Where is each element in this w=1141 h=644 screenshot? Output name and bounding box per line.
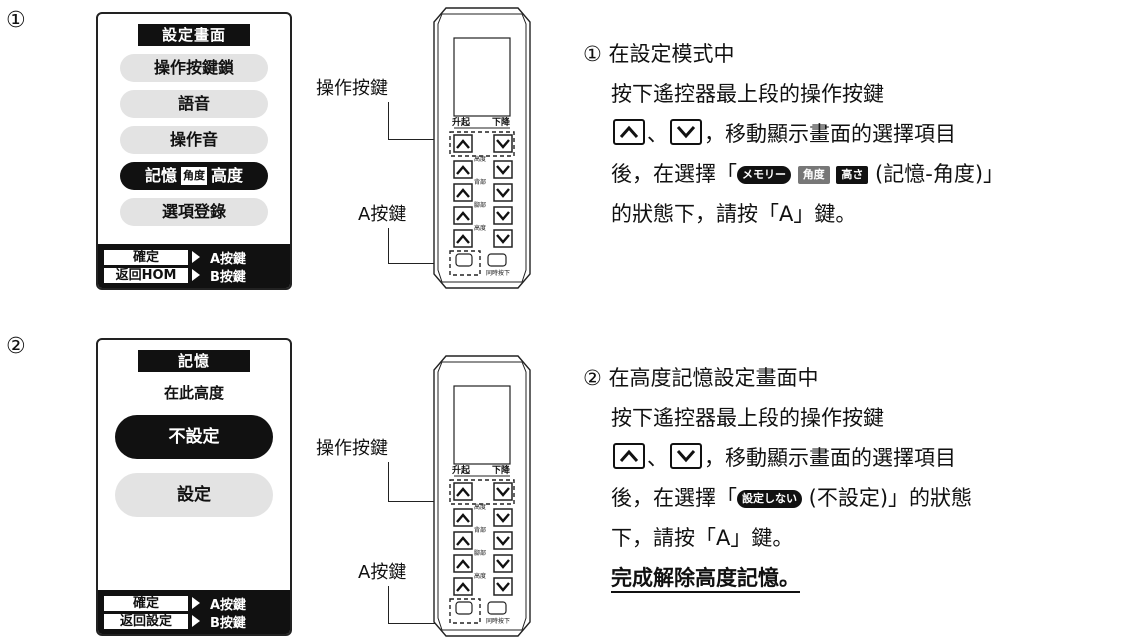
remote-control-icon-2: 升起 下降 高度 背部 腳部 高度 同時按下: [432, 354, 532, 638]
op-key-leader-2: [388, 462, 454, 502]
remote-op-label-1: 高度: [474, 156, 487, 163]
step-1-number: ①: [6, 8, 26, 33]
remote-op-label-2-1: 高度: [474, 504, 487, 511]
footer-confirm: 確定: [104, 249, 188, 265]
step-1-line-1: ① 在設定模式中: [583, 42, 735, 66]
footer-a-key-2: A按鍵: [210, 597, 247, 613]
not-set-tag: 設定しない: [737, 490, 802, 508]
screen-title: 設定畫面: [138, 24, 250, 46]
screen-title-2: 記憶: [138, 350, 250, 372]
menu-item-voice: 語音: [120, 90, 268, 118]
step-2-line-1: ② 在高度記憶設定畫面中: [583, 366, 819, 390]
remote-op-label-2-3: 腳部: [474, 550, 487, 557]
step-1-instructions: ① 在設定模式中 按下遙控器最上段的操作按鍵 、，移動顯示畫面的選擇項目 後，在…: [583, 34, 1004, 234]
footer-a-key: A按鍵: [210, 251, 247, 267]
angle-label: 角度: [181, 167, 207, 185]
height-label: 高度: [211, 166, 244, 185]
memory-label: 記憶: [144, 166, 177, 185]
step-2-line-6: 完成解除高度記憶。: [583, 558, 972, 598]
screen-subtitle: 在此高度: [163, 384, 224, 402]
step-1-line-3: 、，移動顯示畫面的選擇項目: [583, 114, 1004, 154]
remote-control-icon: 升起 下降 高度 背部 腳部 高度 同時按下: [432, 6, 532, 290]
remote-op-label-2: 背部: [474, 179, 487, 186]
screen-footer-2: 確定 A按鍵 返回設定 B按鍵: [98, 590, 290, 634]
step-2-line-4: 後，在選擇「設定しない (不設定)」的狀態: [611, 486, 973, 510]
a-key-callout-2: A按鍵: [358, 562, 407, 583]
down-arrow-key-icon: [670, 443, 702, 469]
remote-up-label-2: 升起: [452, 466, 471, 476]
step-1-line-2: 按下遙控器最上段的操作按鍵: [611, 82, 884, 106]
menu-item-options: 選項登錄: [120, 198, 268, 226]
remote-same-press-label: 同時按下: [486, 270, 511, 277]
angle-tag: 角度: [797, 166, 830, 184]
up-arrow-key-icon: [613, 443, 645, 469]
memory-screen-panel: 記憶 在此高度 不設定 設定 確定 A按鍵 返回設定 B按鍵: [96, 338, 292, 636]
footer-b-key-2: B按鍵: [210, 615, 246, 631]
remote-down-label: 下降: [492, 118, 511, 128]
op-key-leader: [388, 102, 454, 140]
step-2-line-5: 下，請按「A」鍵。: [611, 526, 794, 550]
step-2-line-2: 按下遙控器最上段的操作按鍵: [611, 406, 884, 430]
op-key-callout-2: 操作按鍵: [316, 438, 388, 459]
remote-down-label-2: 下降: [492, 466, 511, 476]
menu-item-lock: 操作按鍵鎖: [120, 54, 268, 82]
screen-footer: 確定 A按鍵 返回HOM B按鍵: [98, 244, 290, 288]
step-2-instructions: ② 在高度記憶設定畫面中 按下遙控器最上段的操作按鍵 、，移動顯示畫面的選擇項目…: [583, 358, 972, 598]
down-arrow-key-icon: [670, 119, 702, 145]
remote-up-label: 升起: [452, 118, 471, 128]
a-key-leader: [388, 228, 454, 264]
memory-tag: メモリー: [737, 166, 791, 184]
step-1-line-5: 的狀態下，請按「A」鍵。: [611, 202, 857, 226]
a-key-leader-2: [388, 586, 454, 624]
remote-op-label-3: 腳部: [474, 202, 487, 209]
footer-b-key: B按鍵: [210, 269, 246, 285]
remote-op-label-4: 高度: [474, 225, 487, 232]
step-1-line-4: 後，在選擇「メモリー 角度 高さ (記憶-角度)」: [611, 162, 1005, 186]
option-not-set-selected: 不設定: [115, 415, 273, 459]
up-arrow-key-icon: [613, 119, 645, 145]
completion-note: 完成解除高度記憶。: [611, 566, 800, 590]
footer-back-2: 返回設定: [104, 613, 188, 629]
remote-op-label-2-4: 高度: [474, 573, 487, 580]
menu-item-sound: 操作音: [120, 126, 268, 154]
remote-op-label-2-2: 背部: [474, 527, 487, 534]
option-set: 設定: [115, 473, 273, 517]
setting-screen-panel: 設定畫面 操作按鍵鎖 語音 操作音 記憶 角度 高度 選項登錄 確定 A按鍵 返回…: [96, 12, 292, 290]
a-key-callout: A按鍵: [358, 204, 407, 225]
op-key-callout: 操作按鍵: [316, 78, 388, 99]
menu-item-memory-selected: 記憶 角度 高度: [120, 162, 268, 190]
footer-back: 返回HOM: [104, 267, 188, 283]
remote-same-press-label-2: 同時按下: [486, 618, 511, 625]
step-2-number: ②: [6, 334, 26, 359]
footer-confirm-2: 確定: [104, 595, 188, 611]
step-2-line-3: 、，移動顯示畫面的選擇項目: [583, 438, 972, 478]
height-tag: 高さ: [836, 166, 869, 184]
